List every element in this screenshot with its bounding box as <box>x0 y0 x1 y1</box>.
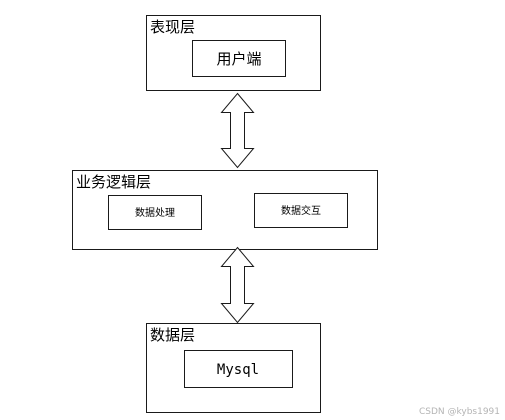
double-arrow-upper <box>220 92 255 169</box>
data-processing-label: 数据处理 <box>135 206 175 219</box>
mysql-box <box>184 350 293 388</box>
double-arrow-lower <box>220 246 255 324</box>
data-processing-box <box>108 195 202 230</box>
presentation-layer-title: 表现层 <box>150 18 195 36</box>
data-interaction-box <box>254 193 348 228</box>
data-interaction-label: 数据交互 <box>281 204 321 217</box>
csdn-watermark: CSDN @kybs1991 <box>419 407 500 417</box>
client-box <box>192 40 286 77</box>
business-logic-layer: 业务逻辑层 数据处理 数据交互 <box>72 170 378 250</box>
mysql-label: Mysql <box>217 362 259 378</box>
data-layer: 数据层 Mysql <box>146 323 321 413</box>
presentation-layer: 表现层 用户端 <box>146 15 321 91</box>
client-label: 用户端 <box>216 50 261 68</box>
data-layer-title: 数据层 <box>150 326 195 344</box>
business-logic-layer-title: 业务逻辑层 <box>76 173 151 191</box>
